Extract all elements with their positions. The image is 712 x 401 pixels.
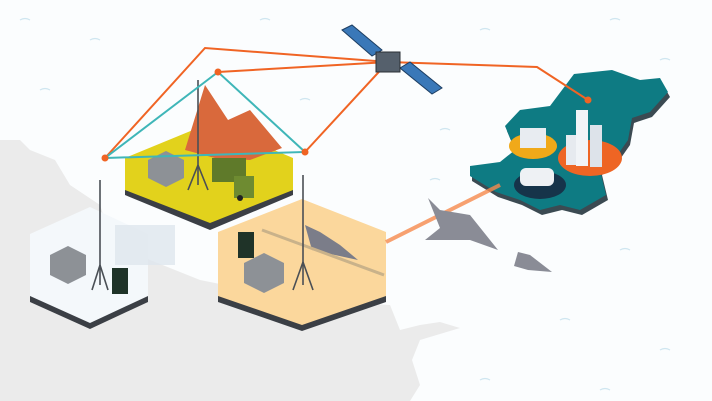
hex-yellow-mountain	[125, 85, 293, 230]
hex-white-office	[30, 207, 175, 329]
military-truck-icon	[212, 158, 254, 201]
radio-mast-icon	[91, 80, 314, 291]
fighter-jet-icon	[425, 198, 498, 250]
hex-desert-airbase	[218, 199, 386, 331]
sea-ripples	[19, 17, 671, 391]
office-cabin-icon	[148, 151, 184, 187]
mountain	[185, 85, 282, 160]
office-cabin-icon	[244, 253, 284, 293]
landmass	[0, 140, 460, 401]
city-buildings-icon	[509, 110, 622, 199]
server-rack-icon	[238, 232, 254, 258]
office-cabin-icon	[50, 246, 86, 284]
fighter-jet-icon	[514, 252, 552, 272]
network-links	[101, 46, 592, 244]
server-rack-icon	[112, 268, 128, 294]
satellite-icon	[341, 24, 443, 95]
